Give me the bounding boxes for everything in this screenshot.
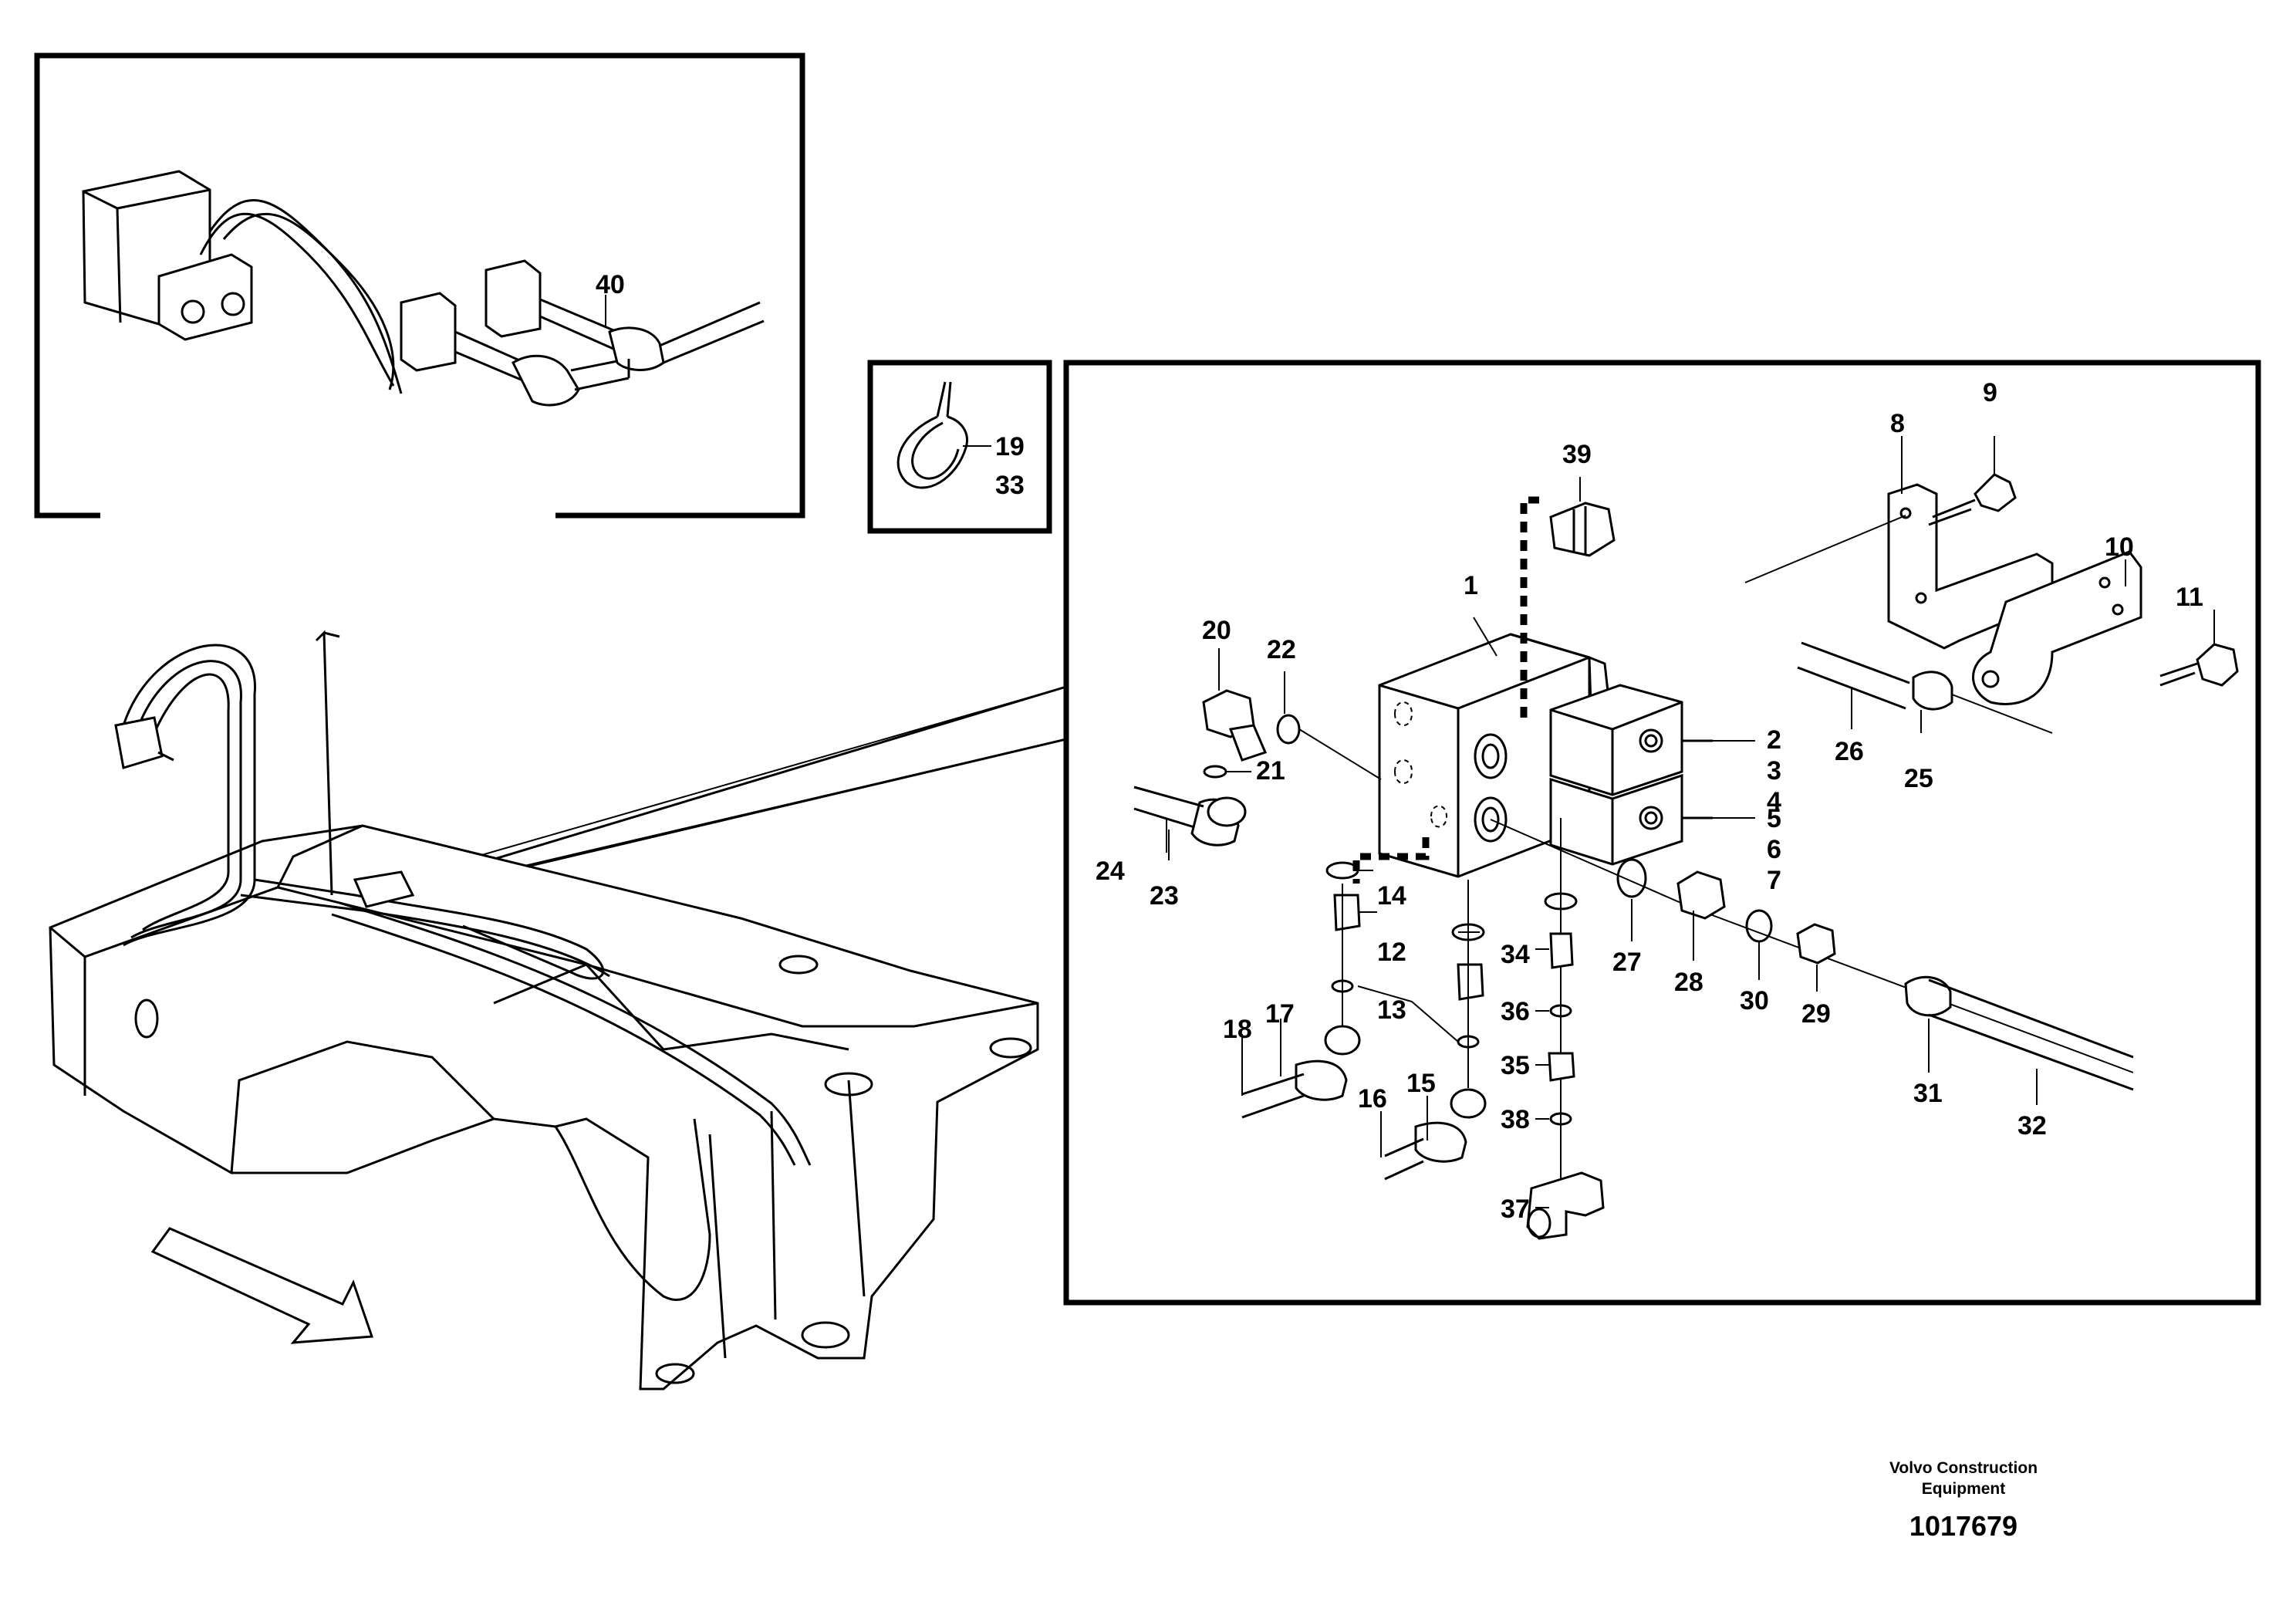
callout-31: 31	[1913, 1079, 1943, 1108]
callout-34: 34	[1501, 940, 1530, 969]
callout-37: 37	[1501, 1195, 1530, 1224]
callout-36: 36	[1501, 997, 1530, 1026]
callout-35: 35	[1501, 1051, 1530, 1080]
callout-24: 24	[1096, 857, 1125, 886]
callout-32: 32	[2017, 1111, 2047, 1140]
document-number: 1017679	[1909, 1510, 2017, 1542]
callout-23: 23	[1150, 881, 1179, 911]
inset-valve-hoses	[34, 52, 805, 519]
callout-18: 18	[1223, 1015, 1252, 1044]
zoom-line-upper	[422, 686, 1067, 873]
callout-labels: 40 19 33 39 1 8 9 10 11 20 22 21 2 3 4 5…	[596, 270, 2203, 1224]
direction-arrow	[150, 1227, 374, 1344]
exploded-view-box	[1063, 360, 2261, 1306]
callout-8: 8	[1890, 409, 1905, 438]
callout-5: 5	[1767, 804, 1781, 833]
inset-cable-tie	[867, 360, 1052, 534]
callout-6: 6	[1767, 835, 1781, 864]
callout-1: 1	[1464, 571, 1478, 600]
fittings-and-hoses	[1133, 502, 2134, 1240]
callout-2: 2	[1767, 725, 1781, 755]
company-name-line1: Volvo Construction	[1889, 1459, 2038, 1477]
callout-3: 3	[1767, 756, 1781, 786]
callout-26: 26	[1835, 737, 1864, 766]
callout-12: 12	[1377, 938, 1406, 967]
callout-22: 22	[1267, 635, 1296, 664]
callout-17: 17	[1265, 999, 1295, 1029]
callout-16: 16	[1358, 1084, 1387, 1113]
valve-block	[1352, 496, 1713, 884]
callout-25: 25	[1904, 764, 1933, 793]
callout-14: 14	[1377, 881, 1406, 911]
chassis-frame	[49, 630, 1039, 1391]
callout-21: 21	[1256, 756, 1285, 786]
company-name-line2: Equipment	[1922, 1480, 2006, 1498]
callout-7: 7	[1767, 866, 1781, 895]
callout-29: 29	[1801, 999, 1831, 1029]
leader-lines	[1166, 436, 2038, 1208]
callout-9: 9	[1983, 378, 1997, 407]
zoom-line-accent	[420, 684, 1068, 890]
callout-40: 40	[596, 270, 625, 299]
callout-10: 10	[2105, 532, 2134, 562]
mounting-brackets	[1744, 436, 2239, 705]
footer-caption: Volvo Construction Equipment 1017679	[1889, 1459, 2038, 1542]
callout-30: 30	[1740, 986, 1769, 1015]
callout-13: 13	[1377, 995, 1406, 1025]
callout-19: 19	[995, 432, 1025, 461]
callout-28: 28	[1674, 968, 1703, 997]
callout-4: 4	[1767, 787, 1781, 816]
callout-20: 20	[1202, 616, 1231, 645]
callout-11: 11	[2176, 583, 2203, 612]
callout-39: 39	[1562, 440, 1592, 469]
callout-38: 38	[1501, 1105, 1530, 1134]
callout-15: 15	[1406, 1069, 1436, 1098]
callout-27: 27	[1612, 948, 1642, 977]
callout-33: 33	[995, 471, 1025, 500]
